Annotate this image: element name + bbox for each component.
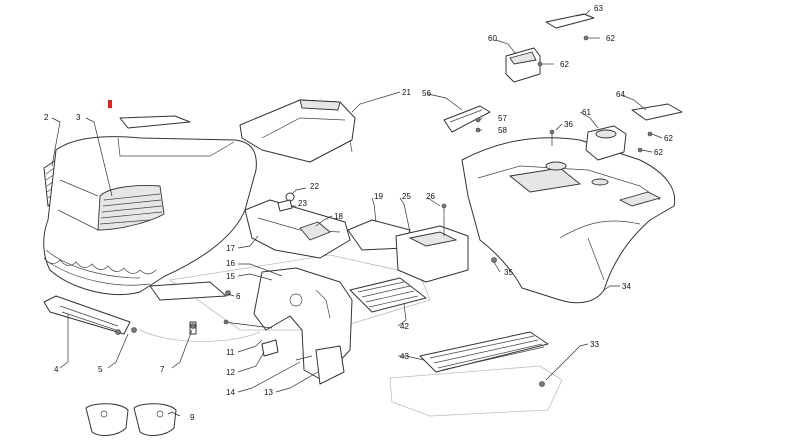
part-12-bracket[interactable] — [261, 339, 279, 357]
part-57-screw[interactable] — [475, 117, 481, 123]
label-60: 60 — [488, 34, 497, 43]
part-61-cup-holder[interactable] — [585, 125, 627, 161]
part-58-screw[interactable] — [475, 127, 481, 133]
part-26-rod[interactable] — [441, 203, 447, 236]
label-6: 6 — [236, 292, 241, 301]
label-9: 9 — [190, 413, 195, 422]
label-33: 33 — [590, 340, 599, 349]
label-25: 25 — [402, 192, 411, 201]
part-5-screws[interactable] — [115, 327, 137, 335]
part-25-battery-box[interactable] — [395, 225, 469, 283]
label-34: 34 — [622, 282, 631, 291]
label-3: 3 — [76, 113, 81, 122]
label-43: 43 — [400, 352, 409, 361]
label-63: 63 — [594, 4, 603, 13]
part-9-covers[interactable] — [85, 403, 177, 436]
label-26: 26 — [426, 192, 435, 201]
label-56: 56 — [422, 89, 431, 98]
part-21-upper-shell[interactable] — [239, 99, 356, 163]
label-62-b: 62 — [560, 60, 569, 69]
label-16: 16 — [226, 259, 235, 268]
part-4-plate[interactable] — [43, 295, 131, 335]
part-35-clip[interactable] — [491, 257, 497, 263]
label-12: 12 — [226, 368, 235, 377]
part-11-linkage[interactable] — [223, 319, 273, 329]
part-6-bracket[interactable] — [149, 281, 231, 301]
label-42: 42 — [400, 322, 409, 331]
part-34-rear-body[interactable] — [461, 137, 676, 304]
part-62-screws[interactable] — [537, 35, 653, 153]
label-2: 2 — [44, 113, 49, 122]
label-5: 5 — [98, 365, 103, 374]
label-13: 13 — [264, 388, 273, 397]
label-14: 14 — [226, 388, 235, 397]
label-62-d: 62 — [654, 148, 663, 157]
label-15: 15 — [226, 272, 235, 281]
label-35: 35 — [504, 268, 513, 277]
part-3-hood[interactable] — [43, 115, 257, 296]
part-63-lid[interactable] — [545, 13, 595, 29]
label-61: 61 — [582, 108, 591, 117]
part-13-lever[interactable] — [315, 345, 345, 385]
label-19: 19 — [374, 192, 383, 201]
label-62-a: 62 — [606, 34, 615, 43]
leader-lines — [51, 9, 663, 417]
label-21: 21 — [402, 88, 411, 97]
label-62-c: 62 — [664, 134, 673, 143]
label-36: 36 — [564, 120, 573, 129]
label-57: 57 — [498, 114, 507, 123]
label-4: 4 — [54, 365, 59, 374]
part-64-lid[interactable] — [631, 103, 683, 121]
label-17: 17 — [226, 244, 235, 253]
label-11: 11 — [226, 348, 235, 357]
label-64: 64 — [616, 90, 625, 99]
part-56-handle[interactable] — [443, 105, 491, 133]
part-33-screw[interactable] — [539, 381, 545, 387]
label-18: 18 — [334, 212, 343, 221]
part-14-pin[interactable] — [295, 355, 313, 361]
label-22: 22 — [310, 182, 319, 191]
red-marker — [108, 100, 112, 108]
callout-labels: 2 3 4 5 6 7 9 11 12 13 14 15 16 17 18 19… — [44, 4, 673, 422]
label-58: 58 — [498, 126, 507, 135]
label-23: 23 — [298, 199, 307, 208]
part-42-floor-mat[interactable] — [349, 277, 427, 313]
part-43-step-mat[interactable] — [419, 331, 549, 373]
ground-outlines — [139, 254, 563, 417]
part-23-clip[interactable] — [277, 199, 293, 212]
part-36-bolt[interactable] — [549, 129, 555, 146]
label-7: 7 — [160, 365, 165, 374]
part-17-tray[interactable] — [244, 199, 351, 259]
part-60-cup-holder[interactable] — [505, 47, 541, 83]
